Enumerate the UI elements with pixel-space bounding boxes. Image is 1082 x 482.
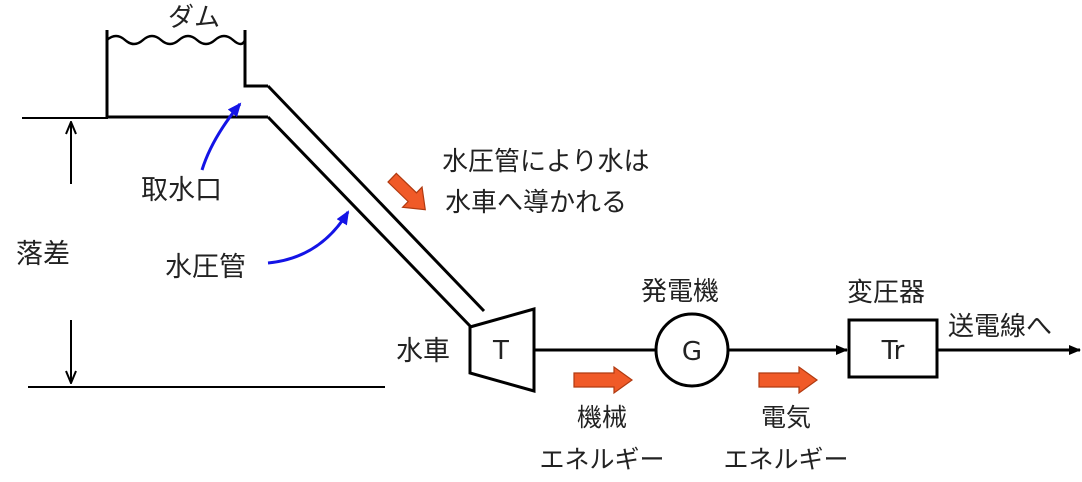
transformer-label: 変圧器: [847, 278, 925, 308]
transformer-symbol-text: Tr: [881, 336, 905, 366]
flow-note-line1: 水圧管により水は: [442, 147, 649, 177]
penstock-pointer-arrow: [267, 210, 350, 265]
dam-reservoir: [105, 30, 268, 119]
head-label: 落差: [16, 239, 70, 270]
penstock-label: 水圧管: [165, 252, 246, 283]
water-flow-arrow: [387, 172, 426, 211]
generator-symbol-text: G: [682, 337, 702, 367]
penstock-pipe: [266, 84, 486, 329]
head-dimension: [22, 117, 385, 388]
turbine-symbol: [468, 307, 536, 393]
mechanical-energy-line2: エネルギー: [539, 445, 664, 474]
intake-pointer-arrow: [200, 102, 242, 171]
electrical-energy-line2: エネルギー: [723, 445, 848, 474]
flow-note-line2: 水車へ導かれる: [445, 188, 627, 218]
to-line-label: 送電線へ: [948, 312, 1052, 342]
turbine-label: 水車: [396, 336, 450, 367]
electrical-energy-line1: 電気: [761, 403, 811, 432]
transformer-symbol: [847, 318, 939, 379]
dam-label: ダム: [168, 3, 220, 33]
intake-label: 取水口: [141, 175, 222, 206]
generator-label: 発電機: [641, 277, 719, 307]
mechanical-energy-arrow: [573, 365, 634, 395]
mechanical-energy-line1: 機械: [577, 403, 627, 432]
turbine-symbol-text: T: [492, 336, 509, 366]
electrical-energy-arrow: [758, 365, 819, 395]
